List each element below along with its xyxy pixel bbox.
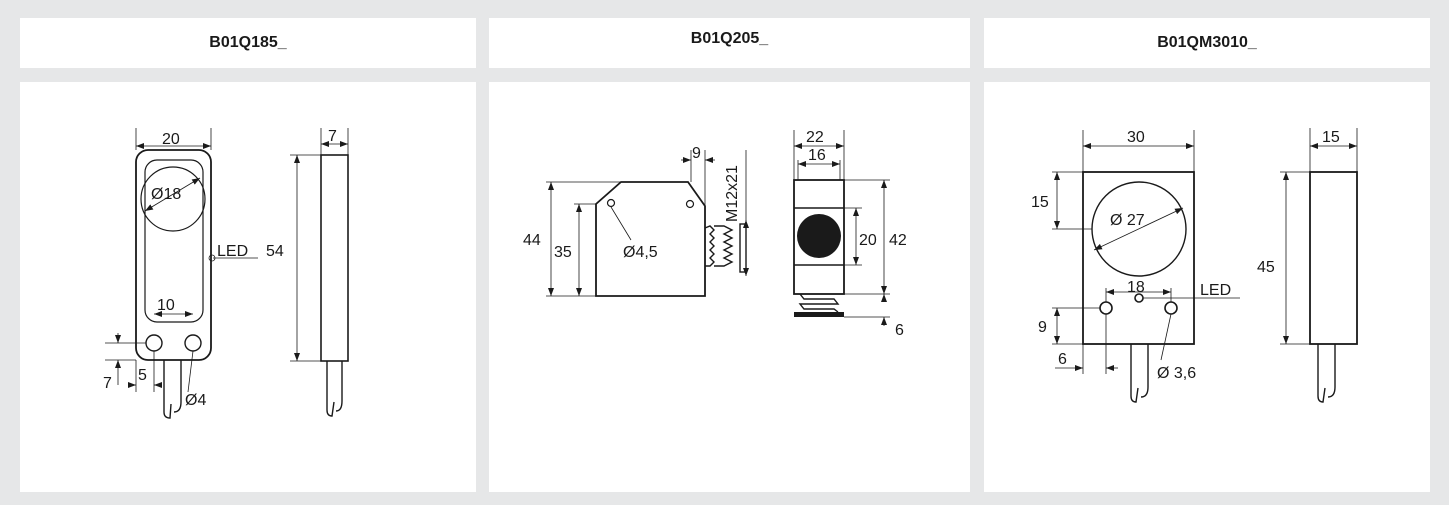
drawing-b01qm3010-front bbox=[1052, 130, 1240, 403]
panel-header-b01q185: B01Q185_ bbox=[20, 18, 476, 68]
panel-title: B01QM3010_ bbox=[1157, 34, 1257, 51]
dim-hole-diameter: Ø4 bbox=[185, 392, 206, 409]
dim-width: 30 bbox=[1127, 129, 1145, 146]
panel-body-b01q205 bbox=[489, 82, 970, 492]
dim-hole-spacing: 10 bbox=[157, 297, 175, 314]
dim-hole-offset-x: 6 bbox=[1058, 351, 1067, 368]
panel-body-b01qm3010 bbox=[984, 82, 1430, 492]
drawing-b01qm3010-side bbox=[1280, 128, 1358, 403]
dim-bottom: 6 bbox=[895, 322, 904, 339]
drawing-b01q185-front bbox=[105, 128, 258, 419]
panel-title: B01Q205_ bbox=[690, 30, 769, 47]
lens-icon bbox=[797, 214, 841, 258]
dim-hole-offset-y: 9 bbox=[1038, 319, 1047, 336]
led-label: LED bbox=[1200, 282, 1231, 299]
drawing-b01q205-front bbox=[793, 130, 890, 326]
dim-lens: 20 bbox=[859, 232, 877, 249]
dim-thread-length: 9 bbox=[692, 145, 701, 162]
panel-header-b01q205: B01Q205_ bbox=[489, 18, 970, 68]
led-label: LED bbox=[217, 243, 248, 260]
dim-width-inner: 16 bbox=[808, 147, 826, 164]
dim-width: 20 bbox=[162, 131, 180, 148]
dim-height: 54 bbox=[266, 243, 284, 260]
dim-height-inner: 35 bbox=[554, 244, 572, 261]
dim-lens-diameter: Ø18 bbox=[151, 186, 181, 203]
dim-lens-diameter: Ø 27 bbox=[1110, 212, 1145, 229]
dim-lens-offset: 15 bbox=[1031, 194, 1049, 211]
dim-thread: M12x21 bbox=[724, 165, 741, 222]
dim-hole-spacing: 18 bbox=[1127, 279, 1145, 296]
dim-hole-offset-x: 5 bbox=[138, 367, 147, 384]
panel-header-b01qm3010: B01QM3010_ bbox=[984, 18, 1430, 68]
dim-width: 22 bbox=[806, 129, 824, 146]
dim-hole-diameter: Ø4,5 bbox=[623, 244, 658, 261]
dim-height: 45 bbox=[1257, 259, 1275, 276]
dim-hole-diameter: Ø 3,6 bbox=[1157, 365, 1196, 382]
drawing-b01q205-side bbox=[546, 150, 749, 297]
panel-title: B01Q185_ bbox=[209, 34, 287, 51]
dim-depth: 15 bbox=[1322, 129, 1340, 146]
dim-depth: 7 bbox=[328, 128, 337, 145]
panel-body-b01q185 bbox=[20, 82, 476, 492]
dim-total-height: 42 bbox=[889, 232, 907, 249]
drawing-b01q185-side bbox=[290, 128, 349, 417]
dim-hole-offset-y: 7 bbox=[103, 375, 112, 392]
dim-height: 44 bbox=[523, 232, 541, 249]
